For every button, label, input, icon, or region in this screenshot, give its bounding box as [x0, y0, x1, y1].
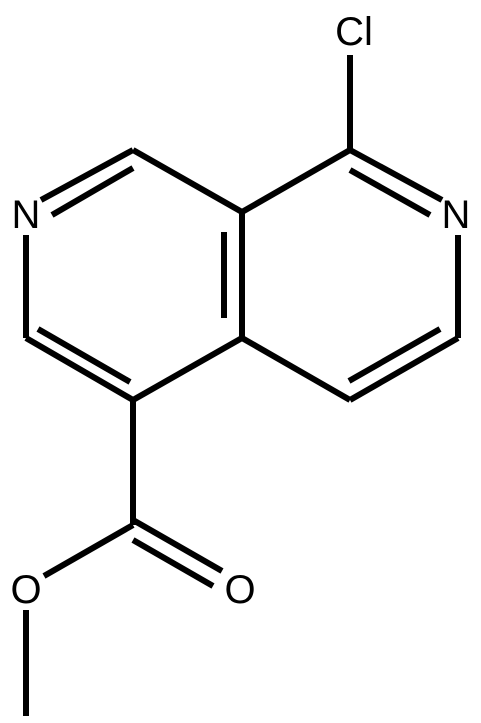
- bond-c1-to-n-left-double: [50, 165, 135, 218]
- bond-c8-to-n-right: [348, 147, 444, 203]
- bond-c4a-to-c4: [131, 335, 244, 403]
- atom-label-carbonyl-oxygen: O: [224, 568, 255, 612]
- bond-carbon-to-o-double: [131, 517, 224, 574]
- atom-label-chlorine: Cl: [335, 10, 373, 54]
- atom-label-nitrogen-left: N: [12, 193, 41, 237]
- bond-c4-to-c3: [24, 335, 135, 403]
- bond-c8a-to-c8: [240, 147, 352, 215]
- bond-c4-c3-double: [36, 326, 132, 385]
- bond-c6-to-c5: [348, 335, 460, 403]
- bond-c6-c5-double: [347, 326, 442, 384]
- bond-carbon-to-o-ester: [42, 522, 135, 579]
- bond-c5-to-c4a: [240, 335, 352, 403]
- bond-carbon-o-double-2: [131, 537, 215, 589]
- bond-c8-n-right-double: [348, 167, 432, 218]
- bond-c1-to-c8a: [131, 147, 244, 215]
- atom-label-ester-oxygen: O: [10, 568, 41, 612]
- bond-lines: [23, 55, 461, 716]
- atom-label-nitrogen-right: N: [442, 193, 471, 237]
- bond-n-left-to-c1: [39, 147, 135, 203]
